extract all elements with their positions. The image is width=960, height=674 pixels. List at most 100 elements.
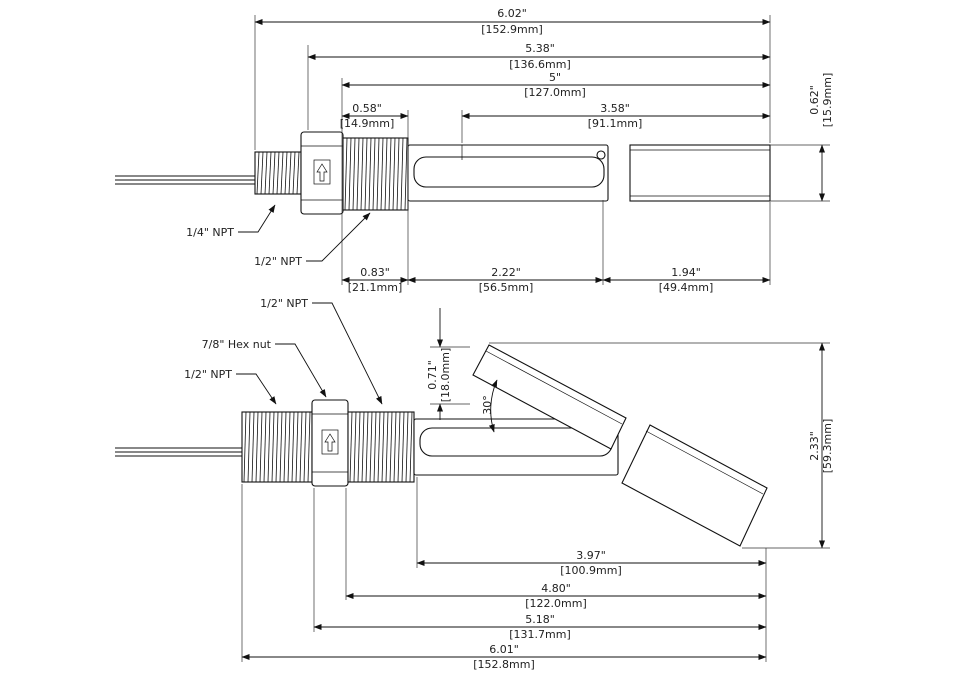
dim-d3-mm: [131.7mm] xyxy=(509,628,571,641)
thread-line xyxy=(279,411,283,483)
dim-d4-in: 6.01" xyxy=(489,643,519,656)
dim-height-mm: [59.3mm] xyxy=(821,419,834,474)
top-dimension-text: 6.02" [152.9mm] 5.38" [136.6mm] 5" [127.… xyxy=(340,7,834,294)
thread-line xyxy=(264,151,268,195)
bottom-hex-nut xyxy=(311,399,349,487)
dim-rod-len-in: 2.22" xyxy=(491,266,521,279)
bottom-callouts: 1/2" NPT 7/8" Hex nut 1/2" NPT xyxy=(184,297,383,405)
thread-line xyxy=(389,411,393,483)
thread-line xyxy=(283,411,287,483)
dim-float-len-in: 3.58" xyxy=(600,102,630,115)
top-hex-nut xyxy=(300,131,344,215)
thread-line xyxy=(361,411,365,483)
thread-line xyxy=(268,151,272,195)
callout-half-npt: 1/2" NPT xyxy=(254,255,302,268)
bottom-dimension-lines xyxy=(241,308,825,660)
thread-line xyxy=(287,411,291,483)
dim-rise-mm: [18.0mm] xyxy=(439,348,452,403)
thread-line xyxy=(365,411,369,483)
thread-line xyxy=(377,411,381,483)
thread-line xyxy=(381,411,385,483)
thread-line xyxy=(357,411,361,483)
thread-line xyxy=(299,411,303,483)
thread-line xyxy=(392,137,396,211)
thread-line xyxy=(292,151,296,195)
thread-line xyxy=(296,151,300,195)
top-half-thread xyxy=(342,137,409,211)
dim-float-dia-in: 0.62" xyxy=(808,85,821,115)
thread-line xyxy=(356,137,360,211)
callout-hex-nut: 7/8" Hex nut xyxy=(202,338,272,351)
thread-line xyxy=(284,151,288,195)
bottom-dimension-text: 0.71" [18.0mm] 30° 2.33" [59.3mm] 3.97" … xyxy=(426,348,834,671)
callout-quarter-npt: 1/4" NPT xyxy=(186,226,234,239)
thread-line xyxy=(352,137,356,211)
dim-float-body-mm: [49.4mm] xyxy=(659,281,714,294)
thread-line xyxy=(263,411,267,483)
thread-line xyxy=(380,137,384,211)
bottom-float-tilted xyxy=(472,344,768,547)
bottom-view: 0.71" [18.0mm] 30° 2.33" [59.3mm] 3.97" … xyxy=(115,297,834,671)
thread-line xyxy=(291,411,295,483)
dim-overall-in: 6.02" xyxy=(497,7,527,20)
thread-line xyxy=(295,411,299,483)
top-stem xyxy=(407,144,609,202)
dim-height-in: 2.33" xyxy=(808,431,821,461)
thread-line xyxy=(388,137,392,211)
thread-line xyxy=(255,411,259,483)
dim-body-in: 5.38" xyxy=(525,42,555,55)
dim-hex-mm: [14.9mm] xyxy=(340,117,395,130)
thread-line xyxy=(396,137,400,211)
dim-float-body-in: 1.94" xyxy=(671,266,701,279)
thread-line xyxy=(251,411,255,483)
dim-d1-mm: [100.9mm] xyxy=(560,564,622,577)
top-dimension-lines xyxy=(254,19,825,283)
dim-d4-mm: [152.8mm] xyxy=(473,658,535,671)
dim-rise-in: 0.71" xyxy=(426,360,439,390)
dim-thread-len-in: 0.83" xyxy=(360,266,390,279)
dim-angle: 30° xyxy=(481,395,494,415)
thread-line xyxy=(267,411,271,483)
dim-thread-len-mm: [21.1mm] xyxy=(348,281,403,294)
top-callouts: 1/4" NPT 1/2" NPT xyxy=(186,204,371,268)
dim-d2-mm: [122.0mm] xyxy=(525,597,587,610)
callout-half-npt-left: 1/2" NPT xyxy=(184,368,232,381)
thread-line xyxy=(288,151,292,195)
thread-line xyxy=(276,151,280,195)
thread-line xyxy=(349,411,353,483)
bottom-stem xyxy=(413,418,619,476)
bottom-wires xyxy=(115,447,242,457)
top-quarter-thread xyxy=(254,151,302,195)
top-wires xyxy=(115,175,255,185)
thread-line xyxy=(307,411,311,483)
bottom-left-thread xyxy=(241,411,313,483)
thread-line xyxy=(376,137,380,211)
thread-line xyxy=(393,411,397,483)
thread-line xyxy=(360,137,364,211)
thread-line xyxy=(400,137,404,211)
dim-overall-mm: [152.9mm] xyxy=(481,23,543,36)
thread-line xyxy=(259,411,263,483)
thread-line xyxy=(348,137,352,211)
thread-line xyxy=(368,137,372,211)
thread-line xyxy=(272,151,276,195)
top-extension-lines xyxy=(254,15,830,285)
thread-line xyxy=(247,411,251,483)
thread-line xyxy=(384,137,388,211)
thread-line xyxy=(260,151,264,195)
dim-d2-in: 4.80" xyxy=(541,582,571,595)
thread-line xyxy=(303,411,307,483)
dim-float-len-mm: [91.1mm] xyxy=(588,117,643,130)
thread-line xyxy=(401,411,405,483)
thread-line xyxy=(243,411,247,483)
top-view: 6.02" [152.9mm] 5.38" [136.6mm] 5" [127.… xyxy=(115,7,834,294)
dim-d3-in: 5.18" xyxy=(525,613,555,626)
dim-rod-len-mm: [56.5mm] xyxy=(479,281,534,294)
dim-stem-mm: [127.0mm] xyxy=(524,86,586,99)
thread-line xyxy=(369,411,373,483)
thread-line xyxy=(397,411,401,483)
thread-line xyxy=(344,137,348,211)
thread-line xyxy=(271,411,275,483)
thread-line xyxy=(405,411,409,483)
dim-body-mm: [136.6mm] xyxy=(509,58,571,71)
